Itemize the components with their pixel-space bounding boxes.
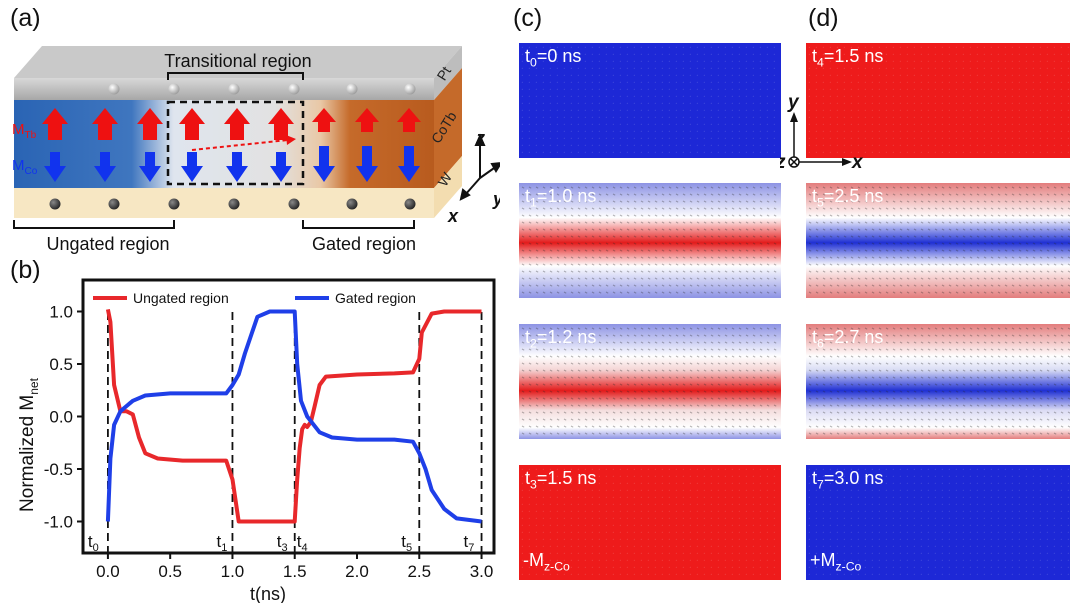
inset-axes: y z x [780,92,864,172]
x-tick-label: 2.5 [407,562,431,581]
domain-wall-motion-arrow [191,139,289,151]
y-axis-ticks: 1.0 0.5 0.0 -0.5 -1.0 [44,303,83,532]
sim-panel-c-0: t0=0 ns [519,43,781,158]
spin-texture [808,46,1069,153]
axis-z-label: z [475,128,485,148]
mz-note-c: -Mz-Co [523,550,570,574]
inset-y-label: y [787,92,800,113]
time-label-c-1: t1=1.0 ns [525,186,597,210]
spin-texture [808,327,1070,435]
axis-x-label: x [447,206,459,226]
x-tick-label: 1.0 [221,562,245,581]
time-marker-label: t3 [277,532,288,554]
y-tick-label: -1.0 [44,513,73,532]
time-marker-label: t5 [401,532,412,554]
spin-texture [521,186,777,294]
legend-label: Ungated region [133,290,229,306]
sim-panel-c-3: t3=1.5 ns -Mz-Co [519,465,781,580]
y-tick-label: 1.0 [49,303,73,322]
m-tb-label: MTb [12,121,37,141]
sim-panel-d-1: t5=2.5 ns [806,183,1070,298]
x-tick-label: 2.0 [345,562,369,581]
time-marker-label: t7 [464,532,475,554]
inset-z-label: z [780,152,786,172]
gated-bracket [302,220,415,229]
spin-texture [808,468,1069,575]
sim-panel-c-2: t2=1.2 ns [519,324,781,439]
y-axis-label: Normalized Mnet [17,377,41,512]
spin-texture [521,468,775,575]
y-tick-label: -0.5 [44,460,73,479]
time-marker-label: t4 [297,532,308,554]
time-label-d-0: t4=1.5 ns [812,46,884,70]
panel-label-b: (b) [10,256,41,284]
x-tick-label: 0.5 [158,562,182,581]
panel-label-d: (d) [808,4,839,32]
chart-series [105,309,482,524]
tb-moment-arrows [42,108,421,140]
time-label-c-0: t0=0 ns [525,46,582,70]
device-schematic: Pt CoTb W [12,46,500,254]
y-tick-label: 0.5 [49,355,73,374]
y-tick-label: 0.0 [49,408,73,427]
time-marker-label: t0 [88,532,99,554]
axis-y-label: y [492,189,500,209]
x-tick-label: 1.5 [283,562,307,581]
ungated-region-label: Ungated region [46,234,169,254]
w-layer [14,188,434,218]
legend-label: Gated region [335,290,416,306]
sim-panel-d-2: t6=2.7 ns [806,324,1070,439]
x-axis-ticks: 0.0 0.5 1.0 1.5 2.0 2.5 3.0 [96,553,493,581]
x-tick-label: 0.0 [96,562,120,581]
time-marker-lines: t0 t1 t3 t4 t5 t7 [88,312,483,554]
time-label-d-1: t5=2.5 ns [812,186,884,210]
co-moment-arrows [44,146,420,182]
panel-label-a: (a) [10,4,41,32]
sim-panel-d-3: t7=3.0 ns +Mz-Co [806,465,1070,580]
series-line-ungated [105,309,482,524]
pt-layer [14,78,434,100]
time-label-c-3: t3=1.5 ns [525,468,597,492]
device-axes [459,133,500,201]
panel-label-c: (c) [513,4,543,32]
gated-region-label: Gated region [312,234,416,254]
time-label-c-2: t2=1.2 ns [525,327,597,351]
mz-note-d: +Mz-Co [810,550,862,574]
w-electrode-balls [49,198,416,210]
inset-x-label: x [851,152,864,172]
ungated-bracket [13,220,175,229]
time-label-d-3: t7=3.0 ns [812,468,884,492]
x-tick-label: 3.0 [470,562,494,581]
x-axis-label: t(ns) [250,584,286,603]
series-line-gated [105,309,482,524]
transitional-region-label: Transitional region [164,51,311,71]
m-co-label: MCo [12,157,38,177]
sim-panel-c-1: t1=1.0 ns [519,183,781,298]
spin-texture [808,186,1070,294]
pt-top-face [14,46,462,78]
chart-legend: Ungated region Gated region [93,290,416,306]
sim-panel-d-0: t4=1.5 ns [806,43,1070,158]
time-marker-label: t1 [216,532,227,554]
time-label-d-2: t6=2.7 ns [812,327,884,351]
spin-texture [521,46,775,153]
chart-frame [81,278,496,555]
transitional-bracket [167,72,304,80]
pt-electrode-balls [108,83,416,95]
spin-texture [521,327,777,435]
